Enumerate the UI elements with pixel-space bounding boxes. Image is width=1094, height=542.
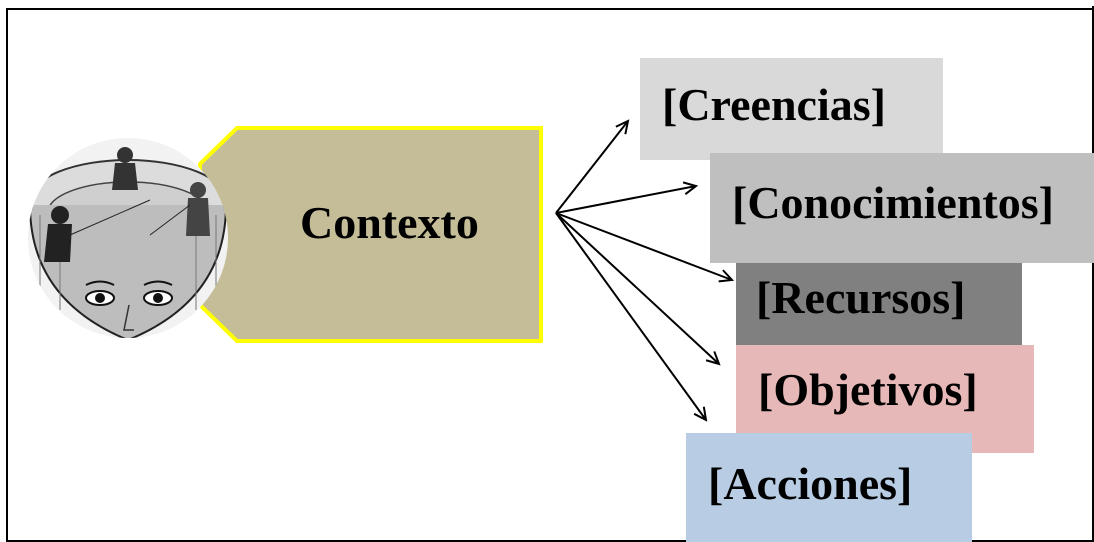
contexto-label: Contexto — [300, 197, 479, 248]
box-acciones: [Acciones] — [686, 433, 972, 542]
box-conocimientos: [Conocimientos] — [710, 153, 1094, 263]
creencias-label: [Creencias] — [662, 79, 886, 130]
frame-bottom-border — [6, 540, 1094, 542]
box-creencias: [Creencias] — [640, 58, 943, 160]
arrows — [555, 121, 732, 420]
arrow-to-creencias — [555, 121, 628, 214]
conocimientos-label: [Conocimientos] — [732, 177, 1054, 228]
arrow-to-recursos — [555, 212, 732, 280]
arrow-to-acciones — [555, 212, 706, 420]
frame-left-border — [6, 8, 8, 542]
frame-top-border — [6, 8, 1094, 10]
box-recursos: [Recursos] — [736, 263, 1022, 345]
objetivos-label: [Objetivos] — [758, 364, 978, 415]
acciones-label: [Acciones] — [708, 458, 913, 509]
recursos-label: [Recursos] — [756, 272, 966, 323]
arrow-to-objetivos — [555, 212, 719, 364]
contexto-shape — [198, 126, 543, 343]
arrow-to-conocimientos — [555, 186, 696, 214]
head-illustration-icon — [28, 138, 228, 338]
